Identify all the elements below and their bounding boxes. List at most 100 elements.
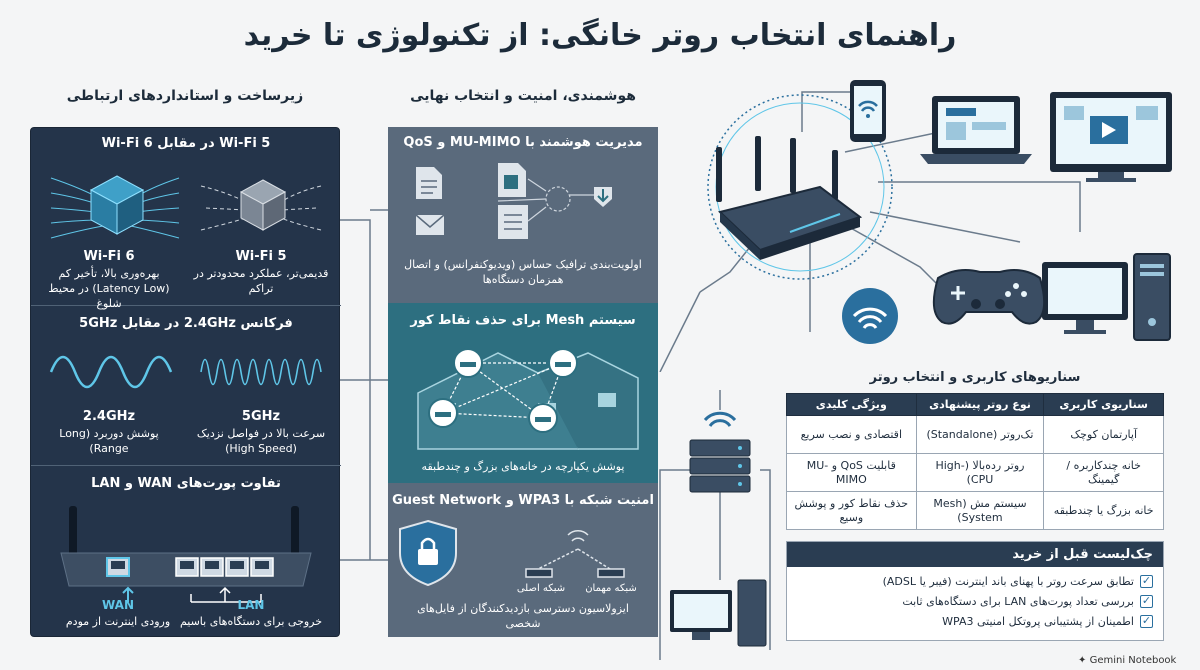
guest-network-label: شبکه مهمان (585, 583, 637, 594)
freq-24-name: 2.4GHz (82, 409, 136, 424)
security-panel-title: امنیت شبکه با WPA3 و Guest Network (392, 493, 654, 508)
table-cell: حذف نقاط کور و پوشش وسیع (786, 491, 917, 530)
security-illustration (399, 519, 625, 587)
lan-info: LAN خروجی برای دستگاه‌های باسیم (171, 596, 331, 629)
antenna-left-icon (69, 506, 77, 558)
table-row: آپارتمان کوچک تک‌روتر (Standalone) اقتصا… (786, 415, 1164, 454)
wifi-cubes-illustration (50, 175, 322, 239)
sparkle-icon: ✦ (1078, 655, 1087, 666)
wan-info: WAN ورودی اینترنت از مودم (53, 596, 183, 629)
guest-router-icon (525, 530, 625, 578)
table-cell: آپارتمان کوچک (1043, 415, 1164, 454)
watermark-label: Gemini Notebook (1089, 655, 1177, 666)
frequency-comparison-panel: فرکانس 2.4GHz در مقابل 5GHz 2.4GHz پوشش … (31, 306, 341, 466)
table-cell: روتر رده‌بالا (High-CPU) (915, 453, 1045, 492)
freq-5-info: 5GHz سرعت بالا در فواصل نزدیک (High Spee… (191, 408, 331, 456)
wave-5ghz-icon (200, 358, 322, 386)
table-header: ویژگی کلیدی (786, 393, 917, 416)
checklist-panel: چک‌لیست قبل از خرید ✓ تطابق سرعت روتر با… (786, 541, 1164, 641)
wifi-panel-title: Wi-Fi 5 در مقابل Wi-Fi 6 (101, 136, 271, 151)
frequency-panel-title: فرکانس 2.4GHz در مقابل 5GHz (79, 316, 293, 331)
router-network-illustration (659, 80, 1172, 372)
router-ports-illustration (60, 506, 312, 587)
ports-panel: تفاوت پورت‌های WAN و LAN WAN (31, 466, 341, 638)
lan-ports-icon (175, 557, 274, 577)
scenarios-table: سناریوی کاربری نوع روتر پیشنهادی ویژگی ک… (786, 393, 1164, 530)
table-cell: تک‌روتر (Standalone) (915, 415, 1045, 454)
table-cell: اقتصادی و نصب سریع (786, 415, 917, 454)
server-icon (689, 411, 751, 493)
table-cell: سیستم مش (Mesh System) (915, 491, 1045, 530)
table-cell: خانه بزرگ یا چندطبقه (1043, 491, 1164, 530)
wifi6-name: Wi-Fi 6 (83, 249, 135, 264)
mesh-description: پوشش یکپارچه در خانه‌های بزرگ و چندطبقه (421, 460, 625, 473)
freq-24-description: پوشش دوربرد (Long Range) (59, 427, 159, 455)
qos-icons-illustration (415, 163, 612, 239)
wan-label: WAN (101, 598, 135, 612)
left-column-panel: Wi-Fi 5 در مقابل Wi-Fi 6 Wi-Fi 6 بهره‌ور… (30, 127, 341, 638)
mesh-panel-title: سیستم Mesh برای حذف نقاط کور (410, 313, 636, 328)
qos-description: اولویت‌بندی ترافیک حساس (ویدیوکنفرانس) و… (404, 258, 642, 286)
table-row: خانه بزرگ یا چندطبقه سیستم مش (Mesh Syst… (786, 491, 1164, 530)
security-description: ایزولاسیون دسترسی بازدیدکنندگان از فایل‌… (417, 602, 629, 630)
checklist-title: چک‌لیست قبل از خرید (787, 542, 1163, 567)
checkbox-checked-icon: ✓ (1140, 613, 1153, 628)
page-title: راهنمای انتخاب روتر خانگی: از تکنولوژی ت… (243, 18, 957, 53)
table-header: نوع روتر پیشنهادی (915, 393, 1045, 416)
wifi-signal-icon (842, 288, 898, 344)
watermark: ✦ Gemini Notebook (1078, 655, 1176, 666)
wifi5-description: قدیمی‌تر، عملکرد محدودتر در تراکم (193, 267, 329, 295)
scenarios-heading: سناریوهای کاربری و انتخاب روتر (869, 370, 1081, 385)
antenna-right-icon (291, 506, 299, 558)
lan-label: LAN (237, 598, 265, 612)
list-icon (498, 205, 528, 239)
table-cell: خانه چندکاربره / گیمینگ (1043, 453, 1164, 492)
download-icon (594, 187, 612, 207)
wifi6-cube-icon (50, 175, 180, 239)
checklist-item-label: بررسی تعداد پورت‌های LAN برای دستگاه‌های… (902, 594, 1134, 608)
desktop-computer-icon (1042, 253, 1171, 341)
laptop-icon (920, 96, 1032, 164)
mesh-panel: سیستم Mesh برای حذف نقاط کور پوشش یکپارچ… (388, 303, 658, 483)
column-connectors (340, 209, 388, 561)
mid-column-heading: هوشمندی، امنیت و انتخاب نهایی (410, 88, 636, 104)
file-transfer-icon (498, 163, 526, 197)
main-network-label: شبکه اصلی (516, 583, 566, 594)
checkbox-checked-icon: ✓ (1140, 573, 1153, 588)
wifi5-info: Wi-Fi 5 قدیمی‌تر، عملکرد محدودتر در تراک… (191, 248, 331, 296)
table-header: سناریوی کاربری (1043, 393, 1164, 416)
main-router-icon (716, 136, 863, 260)
security-panel: امنیت شبکه با WPA3 و Guest Network شبکه … (388, 483, 658, 637)
qos-panel: مدیریت هوشمند با MU-MIMO و QoS اولویت‌بن… (388, 127, 658, 303)
ports-panel-title: تفاوت پورت‌های WAN و LAN (91, 476, 281, 491)
wifi5-cube-icon (200, 179, 322, 231)
checklist-item-label: تطابق سرعت روتر با پهنای باند اینترنت (ف… (882, 574, 1134, 588)
port-arrows (122, 586, 262, 603)
network-hub-icon (497, 178, 594, 222)
table-cell: قابلیت QoS و MU-MIMO (786, 453, 917, 492)
office-computer-icon (670, 579, 767, 647)
wave-24ghz-icon (49, 355, 173, 389)
freq-5-description: سرعت بالا در فواصل نزدیک (High Speed) (196, 427, 326, 455)
email-icon (415, 214, 445, 235)
smart-tv-icon (1050, 92, 1172, 182)
wired-devices-illustration (659, 390, 771, 660)
mesh-house-illustration (417, 348, 639, 450)
lan-description: خروجی برای دستگاه‌های باسیم (179, 615, 323, 628)
checklist-item-label: اطمینان از پشتیبانی پروتکل امنیتی WPA3 (942, 614, 1134, 628)
wifi5-name: Wi-Fi 5 (235, 249, 287, 264)
wifi6-info: Wi-Fi 6 بهره‌وری بالا، تأخیر کم (Latency… (39, 248, 179, 311)
smartphone-icon (850, 80, 886, 142)
checklist-item: ✓ بررسی تعداد پورت‌های LAN برای دستگاه‌ه… (797, 591, 1153, 611)
game-controller-icon (932, 269, 1046, 325)
wifi6-description: بهره‌وری بالا، تأخیر کم (Latency Low) در… (48, 267, 170, 310)
document-icon (416, 167, 442, 199)
checklist-item: ✓ تطابق سرعت روتر با پهنای باند اینترنت … (797, 571, 1153, 591)
wan-description: ورودی اینترنت از مودم (65, 615, 171, 628)
table-row: خانه چندکاربره / گیمینگ روتر رده‌بالا (H… (786, 453, 1164, 492)
checklist-item: ✓ اطمینان از پشتیبانی پروتکل امنیتی WPA3 (797, 611, 1153, 631)
wifi-comparison-panel: Wi-Fi 5 در مقابل Wi-Fi 6 Wi-Fi 6 بهره‌ور… (31, 128, 341, 310)
qos-panel-title: مدیریت هوشمند با MU-MIMO و QoS (403, 135, 643, 150)
frequency-waves-illustration (49, 355, 322, 389)
freq-5-name: 5GHz (241, 409, 281, 424)
